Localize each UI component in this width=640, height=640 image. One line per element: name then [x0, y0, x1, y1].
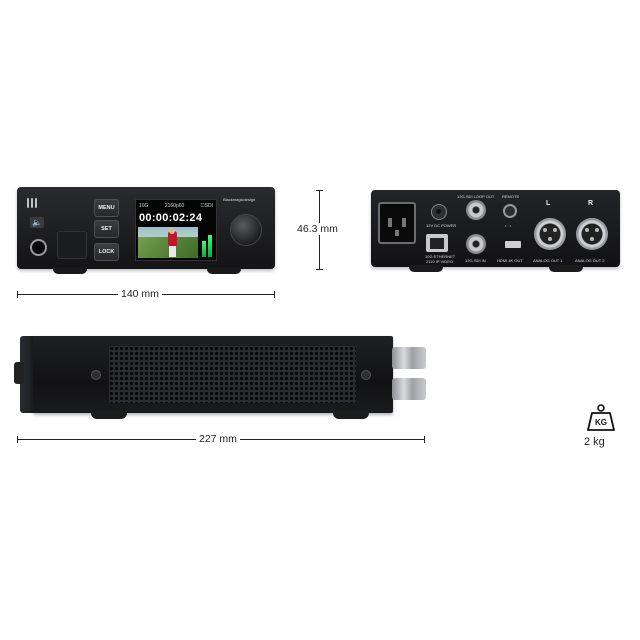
analog-out-1-label: ANALOG OUT 1	[533, 258, 563, 263]
lcd-timecode: 00:00:02:24	[139, 212, 203, 224]
right-channel-label: R	[588, 200, 594, 207]
rear-panel: 12V DC POWER 10G ETHERNET 2110 IP VIDEO …	[371, 190, 620, 272]
hdmi-label: HDMI 4K OUT	[497, 258, 523, 263]
dim-tick	[316, 269, 323, 270]
front-blank-plate	[57, 231, 87, 259]
xlr-out-left	[534, 218, 566, 250]
width-label: 140 mm	[118, 288, 162, 300]
remote-label: REMOTE	[502, 194, 520, 199]
sdi-loop-out-label: 12G-SDI LOOP OUT	[457, 194, 495, 199]
ethernet-label: 10G ETHERNET	[425, 254, 456, 259]
speaker-grill	[27, 198, 39, 208]
left-channel-label: L	[546, 200, 551, 207]
analog-out-2-label: ANALOG OUT 2	[575, 258, 605, 263]
sdi-in-label: 12G-SDI IN	[465, 258, 486, 263]
hdmi-port	[505, 241, 521, 248]
xlr-out-right	[576, 218, 608, 250]
dc-power-label: 12V DC POWER	[426, 223, 457, 228]
remote-pinout: •⋅•	[505, 223, 513, 228]
sdi-in-connector	[466, 234, 486, 254]
sdi-loop-out-connector	[466, 200, 486, 220]
weight-icon: KG	[587, 404, 615, 431]
menu-button: MENU	[94, 199, 119, 217]
audio-meter-right	[208, 235, 212, 257]
ethernet-port	[426, 234, 448, 252]
side-view	[33, 336, 393, 419]
side-bnc-bottom	[392, 378, 426, 400]
speaker-icon: 🔈	[30, 217, 44, 228]
height-label: 46.3 mm	[294, 223, 341, 235]
control-knob	[230, 214, 262, 246]
lock-button: LOCK	[94, 243, 119, 261]
front-panel: 🔈 MENU SET LOCK 10G 2160p60 ⎋SDI 00:00:0…	[17, 187, 275, 274]
vent-mesh	[109, 346, 356, 403]
lcd-screen: 10G 2160p60 ⎋SDI 00:00:02:24	[135, 199, 217, 261]
depth-label: 227 mm	[196, 433, 240, 445]
screw	[91, 370, 101, 380]
lcd-input: ⎋SDI	[200, 203, 213, 209]
weight-label: 2 kg	[584, 436, 605, 448]
lcd-format: 10G	[139, 203, 149, 209]
brand-logo: Blackmagicdesign	[223, 197, 256, 202]
ac-power-inlet	[378, 202, 416, 244]
side-faceplate	[20, 336, 36, 413]
dim-tick	[424, 436, 425, 443]
weight-icon-label: KG	[595, 418, 607, 427]
ethernet-sub-label: 2110 IP VIDEO	[426, 259, 453, 264]
dc-power-jack	[431, 204, 447, 220]
screw	[361, 370, 371, 380]
set-button: SET	[94, 220, 119, 238]
side-knob	[14, 362, 24, 384]
lcd-resolution: 2160p60	[164, 203, 185, 209]
audio-meter-left	[202, 241, 206, 257]
video-preview	[138, 227, 198, 258]
remote-port	[503, 204, 517, 218]
headphone-jack	[30, 239, 47, 256]
side-bnc-top	[392, 347, 426, 369]
dim-tick	[274, 291, 275, 298]
